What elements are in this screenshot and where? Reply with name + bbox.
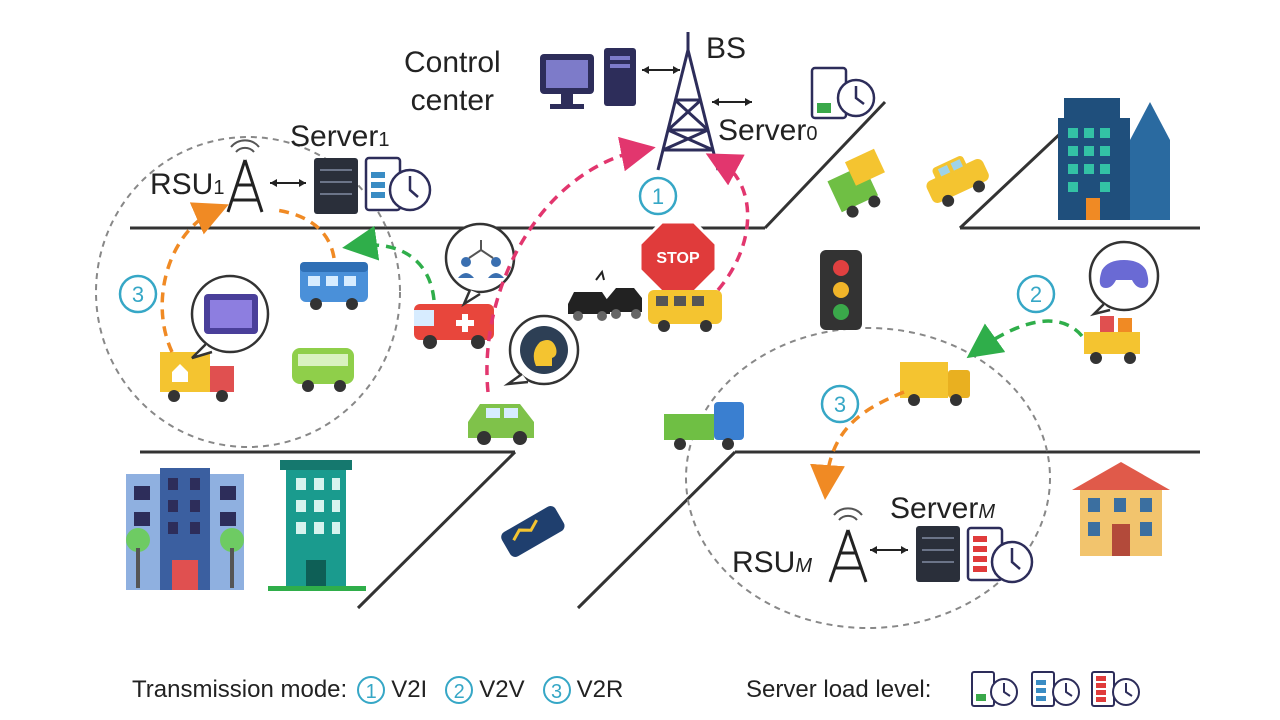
badge-v2v-number: 2 (1030, 282, 1042, 307)
server1-rack-icon (314, 158, 358, 214)
forklift-cargo-truck-icon (1084, 316, 1140, 364)
rsuM-tower-icon (828, 507, 868, 583)
v2v-arrows (342, 225, 1084, 359)
server1-label-base: Server (290, 120, 379, 153)
serverM-label: ServerM (890, 494, 995, 524)
teal-building-icon (268, 460, 366, 591)
server0-label: Server0 (718, 116, 817, 146)
serverM-load-icon (966, 526, 1034, 584)
legend-load-medium-icon (1031, 671, 1080, 707)
v2r-arrow-bus-to-rsu1 (275, 208, 336, 259)
legend-load-low-icon (971, 671, 1018, 707)
badge-v2i: 1 (638, 176, 678, 216)
crashed-cars-icon (568, 269, 642, 321)
stop-sign-text: STOP (656, 250, 700, 267)
rsuM-coverage-zone (685, 327, 1051, 629)
legend-mode-2-number: 2 (445, 676, 474, 704)
badge-v2r-left: 3 (118, 274, 158, 314)
legend-mode-1-number: 1 (357, 676, 386, 704)
green-truck-icon (827, 148, 885, 218)
legend-mode-3-number: 3 (542, 676, 571, 704)
blue-truck-icon (664, 402, 744, 450)
server0-label-sub: 0 (806, 123, 818, 145)
computer-icon (540, 48, 636, 109)
v2r-arrows (160, 202, 905, 500)
people-network-bubble-icon (444, 222, 516, 308)
v2i-arrows (485, 136, 750, 393)
transmission-mode-legend: Transmission mode: 1 V2I 2 V2V 3 V2R (132, 676, 631, 704)
control-center-label: Control center (404, 44, 501, 120)
office-building-icon (126, 468, 244, 590)
school-bus-icon (648, 290, 722, 332)
bs-tower-icon (656, 32, 720, 171)
road-upper-diagonal (763, 100, 887, 230)
taxi-icon (926, 156, 989, 207)
rsuM-label: RSUM (732, 548, 812, 578)
control-center-line2: center (410, 84, 495, 117)
server1-label: Server1 (290, 122, 389, 152)
bs-label: BS (706, 32, 747, 65)
v2v-arrow-ambulance-to-bus (342, 225, 436, 301)
green-car-icon (468, 404, 534, 445)
server0-load-icon (810, 66, 876, 120)
legend-mode-3-name: V2R (576, 676, 624, 703)
rsu1-label-base: RSU (150, 168, 214, 201)
transmission-mode-label: Transmission mode: (132, 676, 348, 703)
serverM-rack-icon (916, 526, 960, 582)
control-center-line1: Control (404, 46, 501, 79)
road-lower-diagonal (356, 450, 517, 610)
skyscraper-building-icon (1058, 98, 1170, 220)
serverM-label-base: Server (890, 492, 979, 525)
v2i-arrow-bus-to-bs (705, 153, 750, 292)
rsu1-coverage-zone (95, 136, 401, 448)
ambulance-icon (414, 304, 494, 349)
delivery-truck-icon (160, 352, 234, 402)
rsu1-label-sub: 1 (213, 177, 225, 199)
v2v-arrow-truck-to-van (966, 319, 1084, 359)
badge-v2r-right-number: 3 (834, 392, 846, 417)
rsuM-label-sub: M (795, 555, 813, 577)
rsu1-tower-icon (226, 139, 264, 213)
dark-blue-car-icon (501, 506, 565, 557)
badge-v2i-number: 1 (652, 184, 664, 209)
badge-v2r-left-number: 3 (132, 282, 144, 307)
profile-head-bubble-icon (503, 314, 580, 386)
traffic-light-icon (820, 250, 862, 330)
serverM-label-sub: M (978, 501, 996, 523)
v2r-arrow-truck-to-rsu1 (160, 202, 229, 353)
legend-mode-2-name: V2V (479, 676, 525, 703)
cargo-van-icon (900, 362, 970, 406)
tablet-app-bubble-icon (190, 274, 270, 360)
green-bus-icon (292, 348, 354, 392)
house-building-icon (1072, 462, 1170, 556)
server-load-label: Server load level: (746, 676, 932, 703)
v2i-arrow-car-to-bs (485, 136, 656, 393)
server0-label-base: Server (718, 114, 807, 147)
server1-label-sub: 1 (378, 129, 390, 151)
rsuM-label-base: RSU (732, 546, 796, 579)
road-lower-right-diagonal (576, 450, 737, 610)
badge-v2r-right: 3 (820, 384, 860, 424)
legend-load-high-icon (1091, 671, 1140, 707)
blue-bus-icon (300, 262, 368, 310)
server-load-legend: Server load level: (746, 676, 931, 704)
rsu1-label: RSU1 (150, 170, 224, 200)
server1-load-icon (364, 156, 432, 212)
badge-v2v: 2 (1016, 274, 1056, 314)
game-controller-bubble-icon (1088, 240, 1160, 317)
legend-mode-1-name: V2I (391, 676, 428, 703)
